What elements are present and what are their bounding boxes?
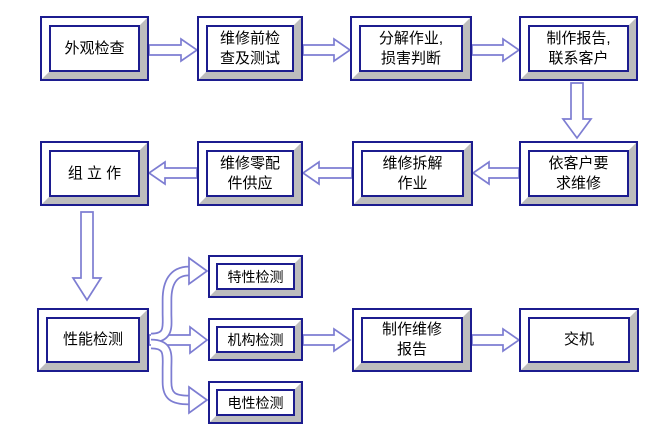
arrow-assembly-to-performance-test	[71, 211, 103, 302]
arrow-performance-to-electrical-test-head	[188, 385, 209, 415]
flow-node-label: 维修零配 件供应	[206, 150, 294, 197]
node-bevel: 制作维修 报告	[354, 310, 470, 370]
node-bevel: 维修前检 查及测试	[199, 18, 301, 79]
flow-node-label: 制作报告, 联系客户	[528, 25, 629, 72]
flow-node-label: 分解作业, 损害判断	[359, 25, 463, 72]
flow-node-label: 电性检测	[216, 389, 295, 416]
flow-node-repair-disassembly-work: 维修拆解 作业	[352, 141, 473, 206]
flow-node-pre-repair-check: 维修前检 查及测试	[197, 16, 303, 81]
arrow-performance-to-electrical-test-core	[150, 340, 190, 404]
arrow-repair-report-to-delivery	[471, 327, 521, 353]
node-bevel: 特性检测	[210, 257, 301, 296]
flow-node-appearance-inspection: 外观检查	[40, 16, 149, 81]
flow-node-assembly-work: 组 立 作	[40, 141, 149, 206]
flow-node-repair-per-customer-request: 依客户要 求维修	[519, 141, 638, 206]
flow-node-performance-test: 性能检测	[37, 308, 149, 372]
node-bevel: 性能检测	[39, 310, 147, 370]
flow-node-label: 维修前检 查及测试	[206, 25, 294, 72]
flow-node-make-report-contact-customer: 制作报告, 联系客户	[519, 16, 638, 81]
flow-node-label: 特性检测	[216, 263, 295, 290]
arrow-report-to-customer-request	[561, 82, 593, 140]
node-bevel: 外观检查	[42, 18, 147, 79]
node-bevel: 交机	[521, 310, 637, 370]
node-bevel: 机构检测	[210, 320, 301, 359]
flow-node-mechanism-test: 机构检测	[208, 318, 303, 361]
flow-node-electrical-test: 电性检测	[208, 381, 303, 424]
flow-node-label: 外观检查	[49, 25, 140, 72]
flow-node-repair-parts-supply: 维修零配 件供应	[197, 141, 303, 206]
arrow-appearance-to-precheck	[148, 37, 199, 63]
arrow-parts-supply-to-assembly	[147, 160, 198, 186]
arrow-mechanism-test-to-repair-report	[302, 327, 352, 353]
arrow-disassembly-to-report	[471, 37, 521, 63]
node-bevel: 组 立 作	[42, 143, 147, 204]
flow-node-disassembly-damage-judgment: 分解作业, 损害判断	[350, 16, 472, 81]
flow-node-label: 维修拆解 作业	[361, 150, 464, 197]
flow-node-label: 依客户要 求维修	[528, 150, 629, 197]
node-bevel: 分解作业, 损害判断	[352, 18, 470, 79]
flow-node-delivery: 交机	[519, 308, 639, 372]
flow-node-label: 性能检测	[46, 317, 140, 363]
node-bevel: 维修零配 件供应	[199, 143, 301, 204]
node-bevel: 维修拆解 作业	[354, 143, 471, 204]
node-bevel: 电性检测	[210, 383, 301, 422]
arrow-performance-to-characteristic-test-core	[150, 267, 190, 342]
flow-node-label: 交机	[528, 317, 630, 363]
flow-node-label: 组 立 作	[49, 150, 140, 197]
flow-node-characteristic-test: 特性检测	[208, 255, 303, 298]
flow-node-label: 机构检测	[216, 326, 295, 353]
arrow-performance-to-characteristic-test-head	[188, 256, 209, 286]
arrow-precheck-to-disassembly	[302, 37, 352, 63]
node-bevel: 依客户要 求维修	[521, 143, 636, 204]
arrow-customer-request-to-repair-disassembly	[471, 160, 520, 186]
node-bevel: 制作报告, 联系客户	[521, 18, 636, 79]
flow-node-label: 制作维修 报告	[361, 317, 463, 363]
flow-node-make-repair-report: 制作维修 报告	[352, 308, 472, 372]
arrow-repair-disassembly-to-parts-supply	[301, 160, 353, 186]
